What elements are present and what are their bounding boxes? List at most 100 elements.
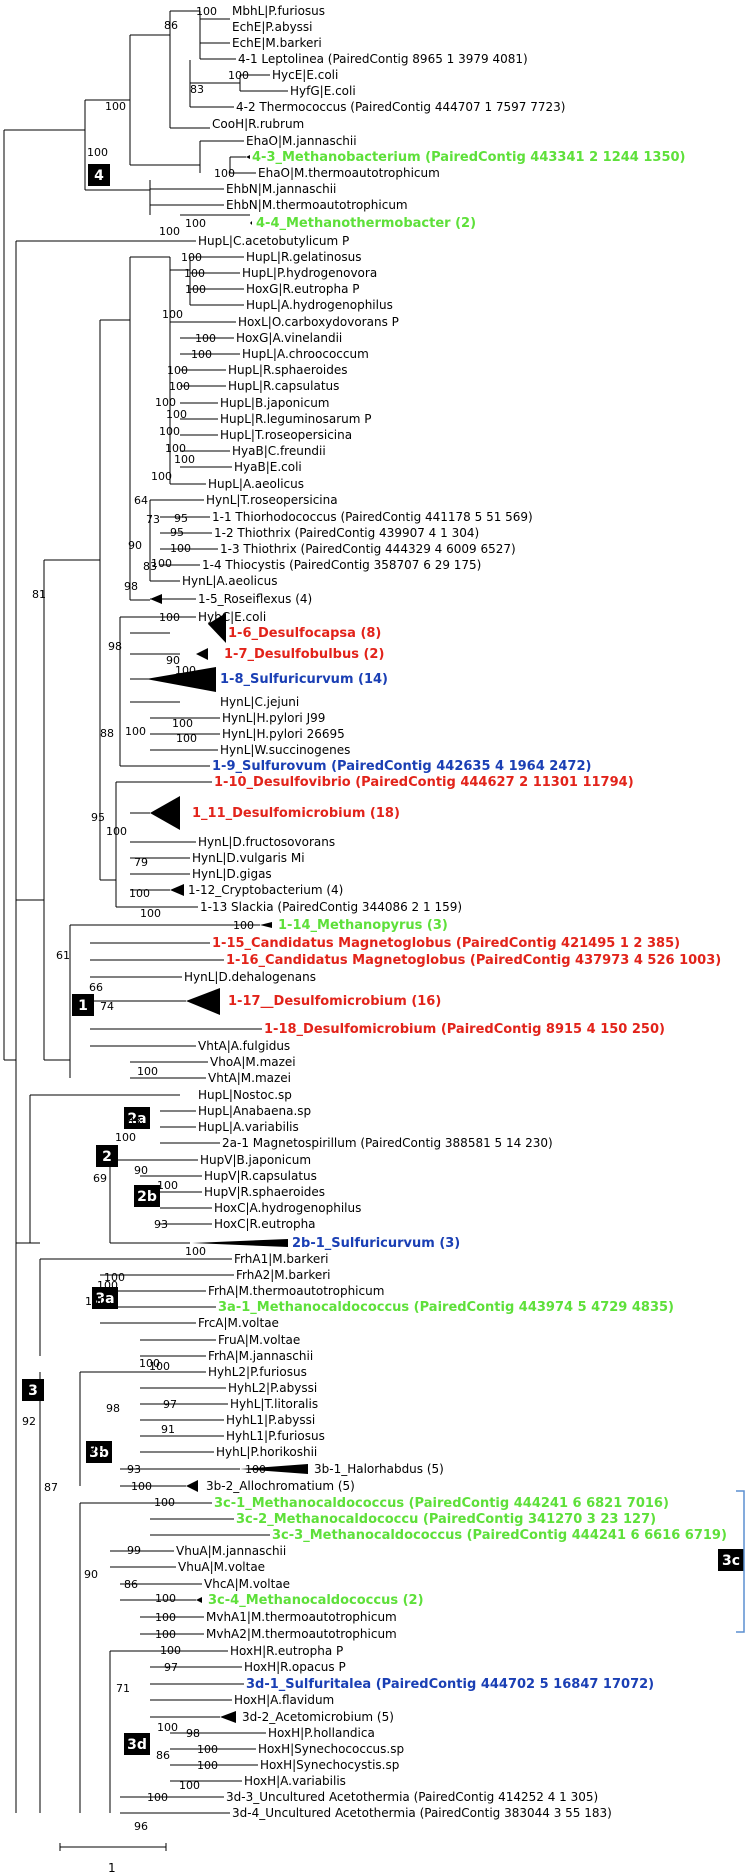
leaf-label: HynL|H.pylori J99 [222,711,325,725]
bootstrap-value: 100 [154,1496,175,1509]
bootstrap-value: 100 [147,1791,168,1804]
leaf-label: 4-2 Thermococcus (PairedContig 444707 1 … [236,100,565,114]
scale-bar-label: 1 [108,1861,116,1875]
bootstrap-value: 100 [151,557,172,570]
leaf-label: HoxH|P.hollandica [268,1726,375,1740]
leaf-label: HupL|T.roseopersicina [220,428,352,442]
leaf-label: 1_11_Desulfomicrobium (18) [192,806,400,821]
bootstrap-value: 92 [22,1415,36,1428]
clade-tag-label: 3c [722,1553,740,1569]
leaf-label: HupL|A.hydrogenophilus [246,298,393,312]
bootstrap-value: 98 [108,640,122,653]
bootstrap-value: 100 [125,725,146,738]
leaf-label: HupL|P.hydrogenovora [242,266,377,280]
bootstrap-value: 100 [172,717,193,730]
bootstrap-value: 100 [169,380,190,393]
bootstrap-value: 100 [115,1131,136,1144]
leaf-label: CooH|R.rubrum [212,117,304,131]
leaf-label: 2a-1 Magnetospirillum (PairedContig 3885… [222,1136,553,1150]
bootstrap-value: 100 [245,1463,266,1476]
bootstrap-value: 100 [184,267,205,280]
clade-tag-label: 2 [102,1149,112,1165]
bootstrap-value: 100 [176,732,197,745]
bootstrap-value: 100 [87,146,108,159]
leaf-label: HyhL|T.litoralis [230,1397,318,1411]
leaf-label: HupV|B.japonicum [200,1153,311,1167]
collapsed-clades [146,155,308,1723]
bootstrap-value: 100 [157,1179,178,1192]
leaf-label: HoxH|Synechocystis.sp [260,1758,399,1772]
bootstrap-value: 100 [159,225,180,238]
leaf-label: FrhA|M.thermoautotrophicum [208,1284,384,1298]
leaf-label: FruA|M.voltae [218,1333,300,1347]
bootstrap-value: 100 [197,1759,218,1772]
leaf-label: 4-1 Leptolinea (PairedContig 8965 1 3979… [238,52,528,66]
leaf-labels: MbhL|P.furiosusEchE|P.abyssiEchE|M.barke… [176,4,727,1820]
leaf-label: HoxG|R.eutropha P [246,282,360,296]
bootstrap-value: 100 [174,453,195,466]
leaf-label: 1-9_Sulfurovum (PairedContig 442635 4 19… [212,759,591,774]
bootstrap-value: 100 [214,167,235,180]
bootstrap-value: 79 [134,856,148,869]
bootstrap-value: 100 [155,1628,176,1641]
leaf-label: 1-13 Slackia (PairedContig 344086 2 1 15… [200,900,462,914]
tree-branches [3,10,288,1814]
leaf-label: 1-2 Thiothrix (PairedContig 439907 4 1 3… [214,526,479,540]
leaf-label: HupL|B.japonicum [220,396,330,410]
leaf-label: HynL|D.gigas [192,867,272,881]
leaf-label: FrcA|M.voltae [198,1316,279,1330]
bootstrap-value: 100 [157,1721,178,1734]
bootstrap-value: 100 [85,1295,106,1308]
leaf-label: HupL|C.acetobutylicum P [198,234,349,248]
leaf-label: EchE|P.abyssi [232,20,313,34]
leaf-label: 4-4_Methanothermobacter (2) [256,216,476,231]
clade-tag-3c: 3c [718,1549,744,1571]
leaf-label: 3b-1_Halorhabdus (5) [314,1462,444,1476]
bootstrap-value: 86 [156,1749,170,1762]
clade-tag-2b: 2b [134,1185,160,1207]
leaf-label: HycE|E.coli [272,68,338,82]
bootstrap-value: 88 [100,727,114,740]
leaf-label: HoxL|O.carboxydovorans P [238,315,399,329]
bootstrap-value: 90 [128,539,142,552]
bootstrap-value: 61 [56,949,70,962]
leaf-label: 3d-4_Uncultured Acetothermia (PairedCont… [232,1806,612,1820]
leaf-label: VhtA|M.mazei [208,1071,291,1085]
leaf-label: 1-6_Desulfocapsa (8) [228,626,381,641]
bootstrap-value: 83 [143,560,157,573]
leaf-label: 1-18_Desulfomicrobium (PairedContig 8915… [264,1022,665,1037]
leaf-label: HupV|R.capsulatus [204,1169,317,1183]
bootstrap-value: 90 [134,1164,148,1177]
leaf-label: FrhA1|M.barkeri [234,1252,329,1266]
leaf-label: 1-12_Cryptobacterium (4) [188,883,343,897]
leaf-label: HynL|C.jejuni [220,695,299,709]
bootstrap-value: 100 [166,408,187,421]
leaf-label: 1-5_Roseiflexus (4) [198,592,312,606]
leaf-label: MbhL|P.furiosus [232,4,325,18]
leaf-label: 2b-1_Sulfuricurvum (3) [292,1236,460,1251]
bootstrap-value: 64 [134,494,148,507]
leaf-label: 1-3 Thiothrix (PairedContig 444329 4 600… [220,542,516,556]
leaf-label: VhcA|M.voltae [204,1577,290,1591]
bootstrap-value: 100 [170,542,191,555]
leaf-label: HyhL2|P.furiosus [208,1365,307,1379]
bootstrap-value: 97 [163,1398,177,1411]
leaf-label: 1-4 Thiocystis (PairedContig 358707 6 29… [202,558,481,572]
bootstrap-value: 90 [166,654,180,667]
leaf-label: HoxC|R.eutropha [214,1217,316,1231]
leaf-label: HoxC|A.hydrogenophilus [214,1201,361,1215]
bootstrap-value: 73 [146,513,160,526]
leaf-label: 3c-1_Methanocaldococcus (PairedContig 44… [214,1496,669,1511]
bootstrap-value: 100 [165,442,186,455]
bootstrap-value: 100 [228,69,249,82]
leaf-label: HyhL1|P.furiosus [226,1429,325,1443]
leaf-label: HoxH|A.flavidum [234,1693,334,1707]
bootstrap-value: 86 [164,19,178,32]
leaf-label: VhoA|M.mazei [210,1055,296,1069]
bootstrap-value: 95 [91,811,105,824]
bootstrap-values: 1008610083100100100100100100100100100100… [22,5,266,1833]
leaf-label: 3c-2_Methanocaldococcu (PairedContig 341… [236,1512,656,1527]
clade-tag-label: 2b [137,1189,157,1205]
bootstrap-value: 83 [127,1115,141,1128]
